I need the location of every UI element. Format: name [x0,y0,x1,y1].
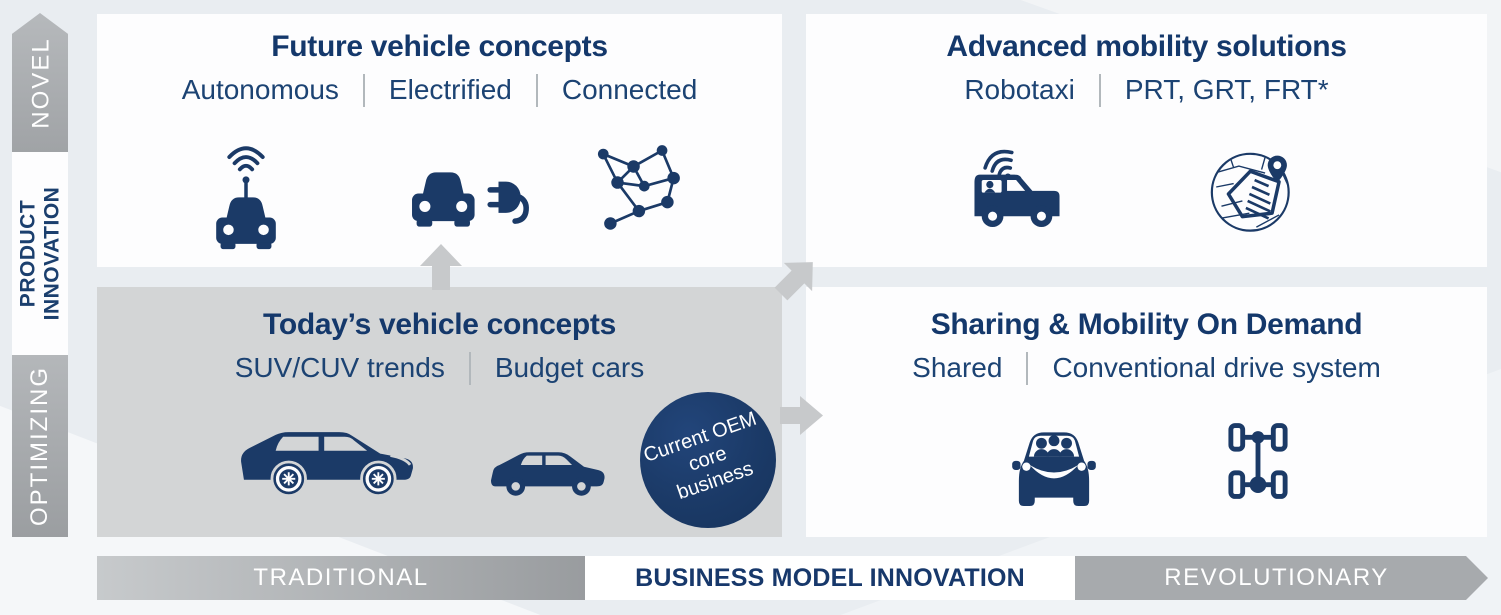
subtitle-divider [468,351,471,385]
quadrant-subtitle: Robotaxi PRT, GRT, FRT* [806,73,1487,107]
axis-revolutionary: REVOLUTIONARY [1075,556,1488,600]
axis-business-model-innovation: BUSINESS MODEL INNOVATION [585,556,1075,600]
product-innovation-axis: PRODUCT INNOVATION [12,152,68,355]
quadrant-title: Today’s vehicle concepts [263,308,616,341]
axis-traditional: TRADITIONAL [97,556,585,600]
quadrant-advanced-mobility-solutions: Advanced mobility solutions Robotaxi PRT… [806,14,1487,267]
quadrant-sharing-mobility-on-demand: Sharing & Mobility On Demand Shared Conv… [806,287,1487,537]
revolutionary-label: REVOLUTIONARY [1164,564,1389,591]
subtitle-item: Shared [912,352,1003,383]
subtitle-item: Robotaxi [964,74,1075,105]
drivetrain-icon [1228,423,1288,499]
quadrant-subtitle: SUV/CUV trends Budget cars [97,351,782,385]
quadrant-subtitle: Shared Conventional drive system [806,351,1487,385]
quadrant-title: Sharing & Mobility On Demand [930,308,1363,341]
quadrant-title: Future vehicle concepts [271,30,608,63]
autonomous-car-icon [216,146,276,250]
optimizing-label: OPTIMIZING [26,366,53,526]
subtitle-item: Electrified [388,74,512,105]
traditional-label: TRADITIONAL [253,564,429,591]
quadrant-title: Advanced mobility solutions [946,30,1347,63]
suv-icon [241,432,413,497]
electric-car-plug-icon [412,172,529,227]
quadrant-subtitle: Autonomous Electrified Connected [97,73,782,107]
subtitle-item: Autonomous [181,74,339,105]
novel-axis-arrow: NOVEL [12,13,68,152]
subtitle-item: PRT, GRT, FRT* [1124,74,1329,105]
subtitle-divider [1098,73,1101,107]
subtitle-item: SUV/CUV trends [234,352,445,383]
subtitle-item: Conventional drive system [1052,352,1381,383]
subtitle-divider [1026,351,1029,385]
subtitle-item: Connected [561,74,698,105]
subtitle-divider [535,73,538,107]
business-model-innovation-label: BUSINESS MODEL INNOVATION [635,563,1025,592]
subtitle-item: Budget cars [494,352,645,383]
quadrant-future-vehicle-concepts: Future vehicle concepts Autonomous Elect… [97,14,782,267]
product-innovation-label-line2: INNOVATION [40,186,63,321]
connected-network-icon [597,145,680,230]
product-innovation-label-line1: PRODUCT [16,199,40,308]
novel-label: NOVEL [28,36,55,129]
robotaxi-icon [974,149,1060,228]
shared-car-icon [1012,432,1096,506]
optimizing-axis: OPTIMIZING [12,355,68,537]
current-oem-core-business-badge: Current OEM core business [640,392,776,528]
subtitle-divider [362,73,365,107]
budget-car-icon [491,452,605,496]
route-map-icon [1210,152,1290,232]
